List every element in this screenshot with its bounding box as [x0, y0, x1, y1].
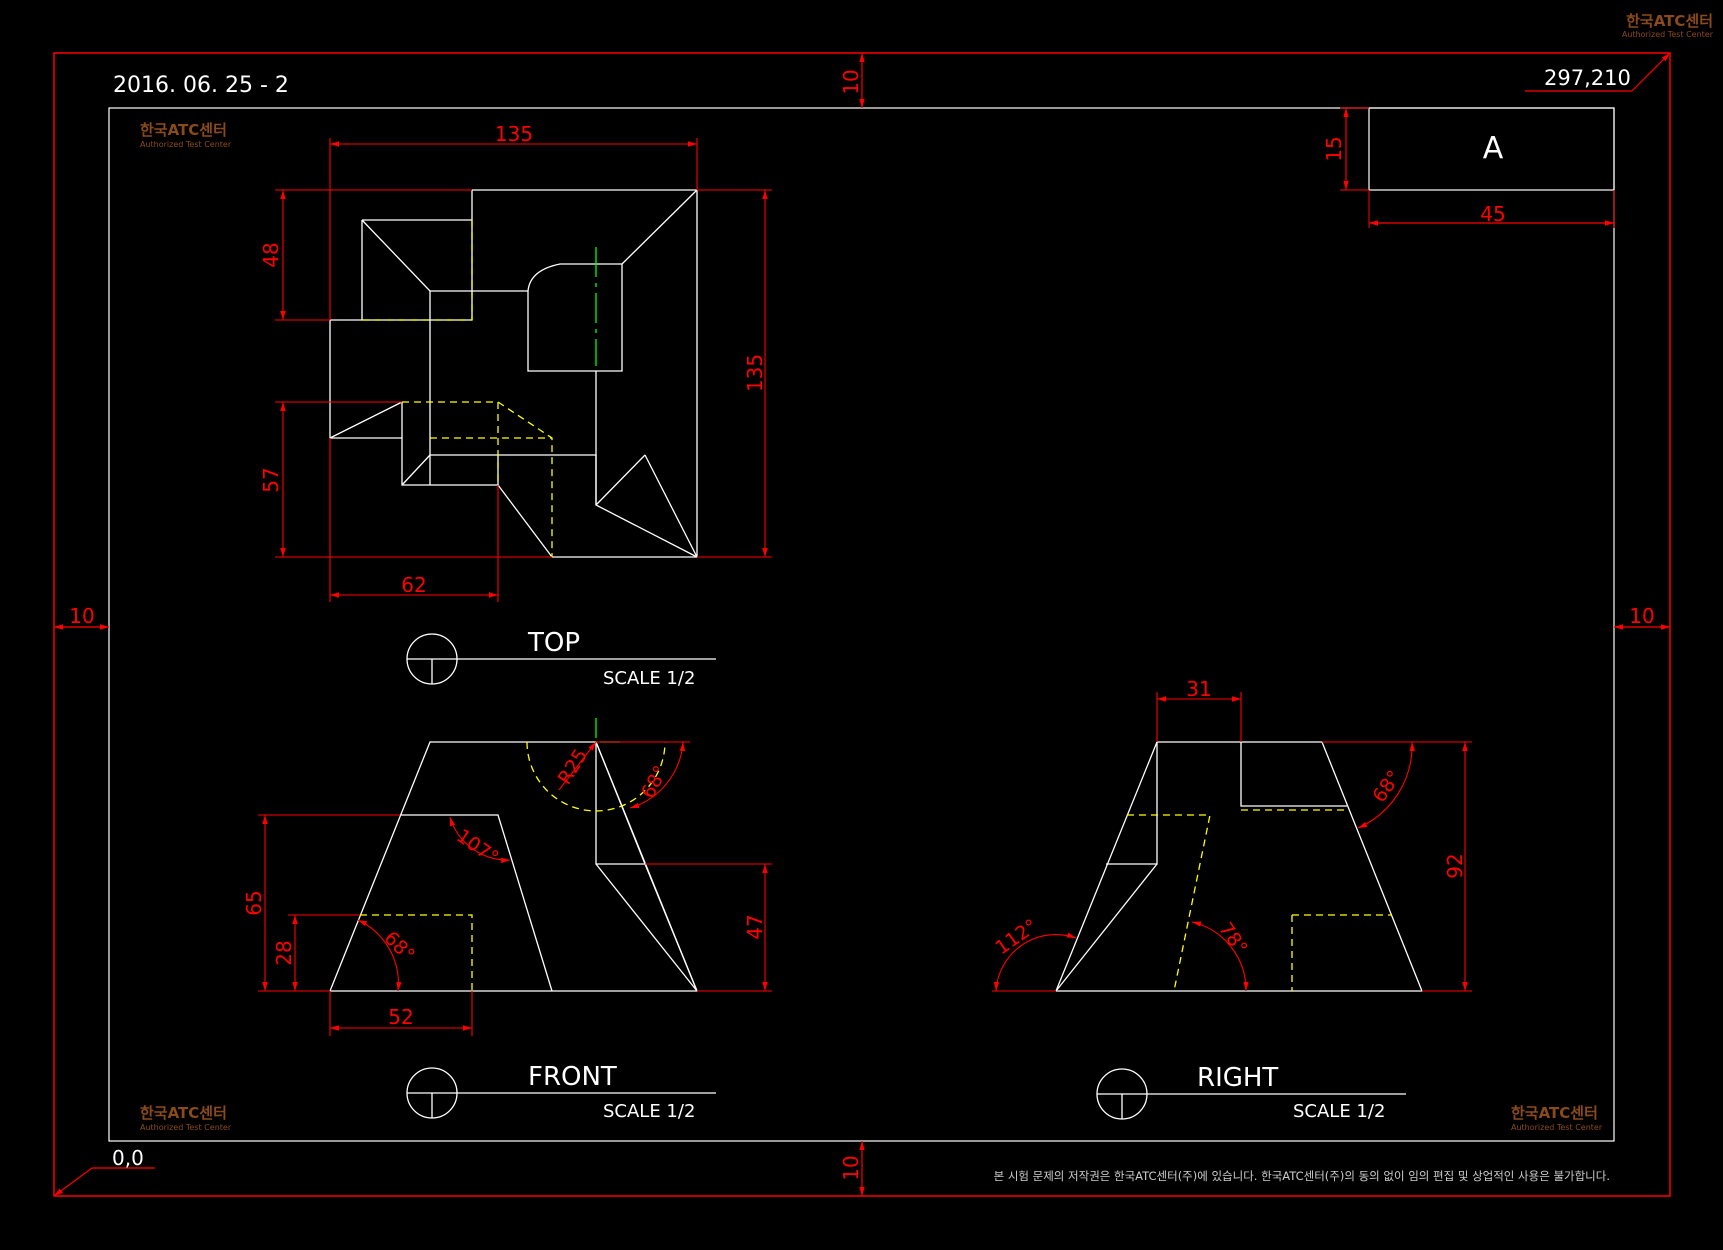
watermark-subtitle: Authorized Test Center: [1511, 1123, 1603, 1132]
right-angle-mid-label: 78°: [1214, 918, 1251, 958]
front-radius-label: R25: [554, 745, 592, 788]
top-view-dimensions: [275, 138, 772, 602]
right-angle-left-label: 112°: [992, 915, 1042, 959]
front-angle-bottom-label: 68°: [380, 927, 419, 966]
date-code: 2016. 06. 25 - 2: [113, 73, 289, 98]
outer-frame: [53, 52, 1671, 1197]
top-dim-48-label: 48: [259, 242, 283, 267]
watermark-inner-tl: 한국ATC센터 Authorized Test Center: [140, 121, 232, 149]
watermark-name: 한국ATC센터: [1626, 12, 1713, 30]
origin-leader: [53, 1167, 93, 1197]
watermark-inner-bl: 한국ATC센터 Authorized Test Center: [140, 1104, 232, 1132]
right-dim-31-label: 31: [1186, 677, 1211, 701]
watermark-name: 한국ATC센터: [140, 121, 227, 139]
top-view-object-lines: [329, 189, 698, 558]
part-label: A: [1483, 131, 1504, 166]
margin-bottom-label: 10: [839, 1155, 863, 1180]
margin-left-label: 10: [69, 604, 94, 628]
front-view-dimensions: [258, 741, 772, 1036]
watermark-subtitle: Authorized Test Center: [140, 1123, 232, 1132]
right-view-dimensions: [992, 692, 1472, 992]
front-view-label: FRONT SCALE 1/2: [406, 1062, 716, 1122]
watermark-name: 한국ATC센터: [140, 1104, 227, 1122]
top-dim-135-width-label: 135: [495, 122, 533, 146]
top-dim-57-label: 57: [259, 467, 283, 492]
top-view-scale: SCALE 1/2: [603, 668, 695, 689]
angle-arc-top: [1357, 741, 1416, 829]
inner-frame: [108, 107, 1615, 1142]
sheet-size: 297,210: [1544, 66, 1631, 90]
watermark-top-right: 한국ATC센터 Authorized Test Center: [1622, 12, 1714, 39]
right-angle-top-label: 68°: [1368, 766, 1405, 806]
origin-label: 0,0: [112, 1146, 144, 1170]
watermark-name: 한국ATC센터: [1511, 1104, 1598, 1122]
angle-arc-bottom: [357, 919, 402, 992]
titleblock-height-label: 15: [1322, 136, 1346, 161]
right-view-hidden-lines: [1127, 809, 1392, 992]
watermark-subtitle: Authorized Test Center: [1622, 30, 1714, 39]
front-view-title: FRONT: [528, 1062, 617, 1092]
front-view-object-lines: [329, 741, 698, 992]
margin-right-label: 10: [1629, 604, 1654, 628]
front-view: [258, 718, 772, 1036]
top-view: [275, 138, 772, 602]
top-dim-135-height-label: 135: [743, 354, 767, 392]
right-view: [992, 692, 1472, 992]
radius-leader: [558, 741, 597, 791]
top-view-title: TOP: [527, 628, 580, 658]
title-block: [1368, 107, 1615, 191]
watermark-subtitle: Authorized Test Center: [140, 140, 232, 149]
right-view-title: RIGHT: [1197, 1063, 1278, 1093]
front-angle-top-label: 68°: [637, 762, 672, 802]
front-view-scale: SCALE 1/2: [603, 1101, 695, 1122]
top-dim-62-label: 62: [401, 573, 426, 597]
copyright-notice: 본 시험 문제의 저작권은 한국ATC센터(주)에 있습니다. 한국ATC센터(…: [994, 1169, 1610, 1183]
front-angle-inner-label: 107°: [452, 825, 502, 869]
titleblock-width-label: 45: [1480, 202, 1505, 226]
top-view-hidden-lines: [362, 220, 553, 557]
angle-arc-left: [993, 932, 1077, 992]
sheet-size-leader: [1631, 52, 1671, 92]
margin-top-label: 10: [839, 69, 863, 94]
angle-arc-mid: [1191, 921, 1249, 992]
top-view-label: TOP SCALE 1/2: [406, 628, 716, 689]
right-dim-92-label: 92: [1443, 853, 1467, 878]
front-dim-28-label: 28: [272, 940, 296, 965]
front-dim-52-label: 52: [388, 1005, 413, 1029]
angle-arc-top: [629, 741, 686, 809]
right-view-label: RIGHT SCALE 1/2: [1096, 1063, 1406, 1122]
right-view-scale: SCALE 1/2: [1293, 1101, 1385, 1122]
front-dim-65-label: 65: [242, 890, 266, 915]
angle-arc-inner: [449, 816, 511, 864]
front-dim-47-label: 47: [743, 914, 767, 939]
watermark-inner-br: 한국ATC센터 Authorized Test Center: [1511, 1104, 1603, 1132]
